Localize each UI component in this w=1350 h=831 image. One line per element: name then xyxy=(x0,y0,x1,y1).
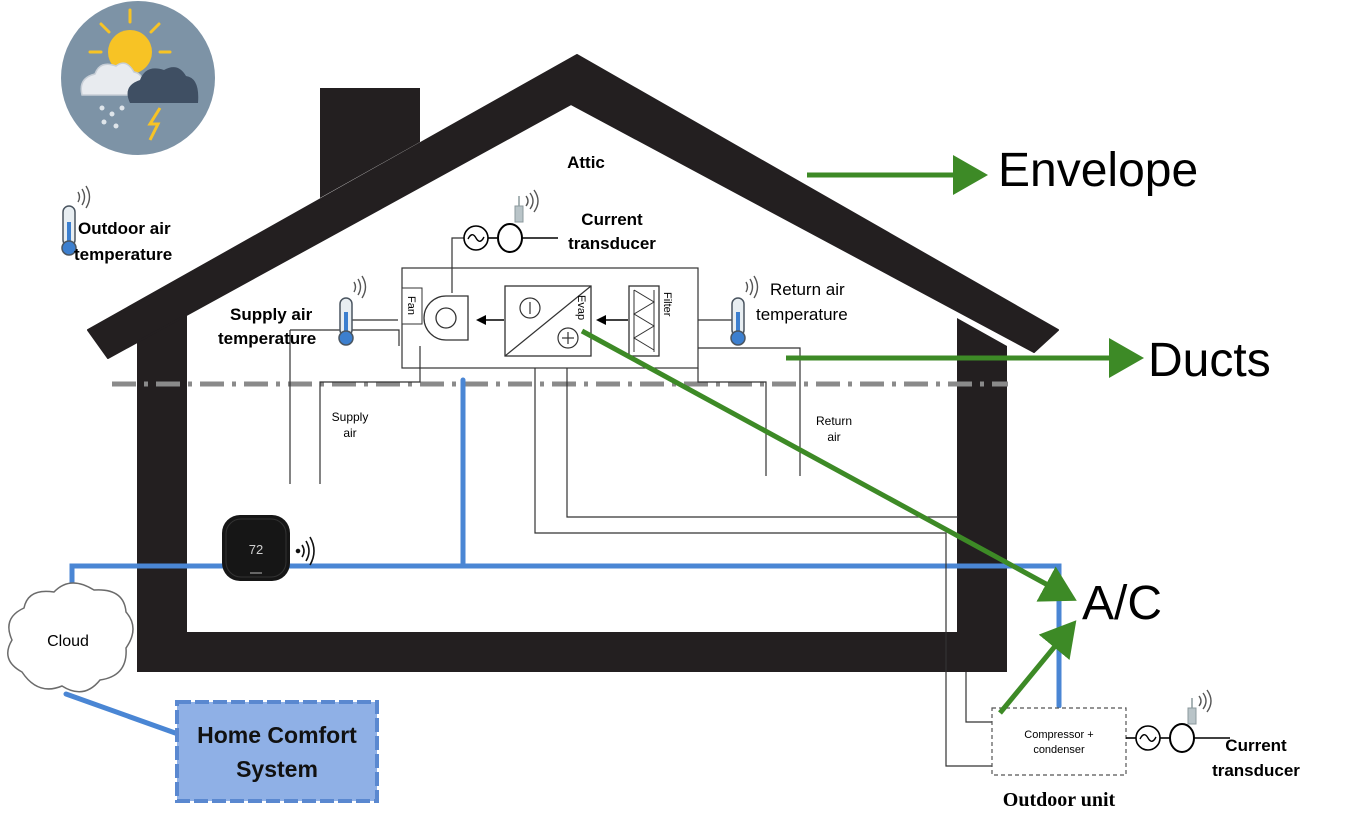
thermometer-icon xyxy=(338,275,398,346)
category-arrows xyxy=(580,155,1144,715)
current-transducer-label-1: Current xyxy=(581,210,643,229)
filter-icon: Filter xyxy=(628,285,673,357)
fan-label: Fan xyxy=(405,296,417,315)
wireless-signal-icon xyxy=(525,189,539,213)
evap-label: Evap xyxy=(575,295,587,320)
return-air-temp-label-2: temperature xyxy=(756,305,848,324)
cloud-label: Cloud xyxy=(47,633,89,650)
weather-icon xyxy=(61,1,215,155)
attic-label: Attic xyxy=(567,153,605,172)
thermometer-icon xyxy=(730,275,759,346)
home-comfort-label-1: Home Comfort xyxy=(197,722,357,748)
supply-air-label-1: Supply xyxy=(332,410,369,424)
thermostat-icon: 72 xyxy=(222,515,315,581)
supply-air-temp-label-2: temperature xyxy=(218,329,316,348)
compressor-label-2: condenser xyxy=(1033,744,1085,756)
ducts-label: Ducts xyxy=(1148,334,1271,387)
return-air-temp-label-1: Return air xyxy=(770,280,845,299)
thermostat-reading: 72 xyxy=(249,542,263,557)
supply-air-label-2: air xyxy=(343,426,356,440)
control-wiring xyxy=(63,377,1062,737)
ac-label: A/C xyxy=(1082,577,1162,630)
outdoor-air-temp-label-1: Outdoor air xyxy=(78,219,171,238)
compressor-label-1: Compressor + xyxy=(1024,729,1093,741)
outdoor-air-temp-label-2: temperature xyxy=(74,245,172,264)
filter-label: Filter xyxy=(661,292,673,317)
wireless-signal-icon xyxy=(295,536,315,566)
wireless-signal-icon xyxy=(353,275,367,299)
wireless-signal-icon xyxy=(1198,689,1212,713)
wireless-signal-icon xyxy=(77,185,91,209)
cloud-icon xyxy=(7,582,134,693)
envelope-label: Envelope xyxy=(998,144,1198,197)
home-comfort-system-box xyxy=(175,700,379,803)
current-transducer-label-2: transducer xyxy=(568,234,656,253)
house-outline xyxy=(87,54,1059,672)
duct-lines xyxy=(289,237,992,767)
current-transducer-icon xyxy=(1126,689,1230,753)
supply-air-temp-label-1: Supply air xyxy=(230,305,313,324)
thermometer-icon xyxy=(61,185,91,256)
return-air-label-1: Return xyxy=(816,414,852,428)
home-comfort-label-2: System xyxy=(236,756,318,782)
evaporator-icon: Evap xyxy=(504,285,592,357)
outdoor-unit xyxy=(991,707,1127,776)
ac-arrow-evaporator xyxy=(580,328,1077,602)
return-air-label-2: air xyxy=(827,430,840,444)
current-transducer-right-label-2: transducer xyxy=(1212,761,1300,780)
current-transducer-right-label-1: Current xyxy=(1225,736,1287,755)
wireless-signal-icon xyxy=(745,275,759,299)
outdoor-unit-label: Outdoor unit xyxy=(1003,789,1116,811)
fan-icon: Fan xyxy=(401,287,469,341)
ac-arrow-outdoor xyxy=(998,620,1077,715)
current-transducer-icon xyxy=(463,189,558,253)
